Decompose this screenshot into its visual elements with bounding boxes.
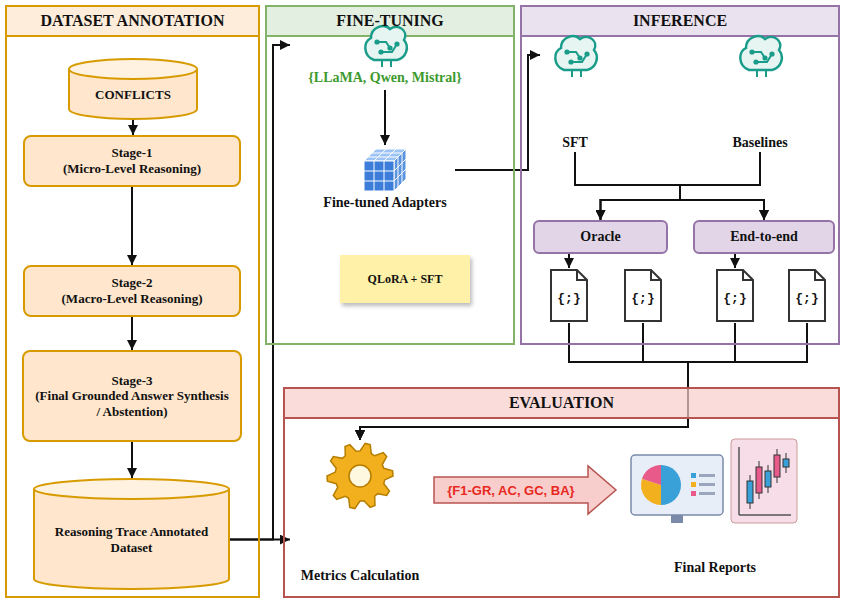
- database-cylinder: Reasoning Trace Annotated Dataset: [33, 478, 230, 590]
- model-icon: [550, 30, 600, 80]
- connector-arrow: [360, 323, 688, 440]
- icon-node: SFT: [540, 30, 610, 152]
- output-file: {;}: [787, 268, 827, 323]
- connector-arrow: [575, 152, 764, 220]
- metrics-flow-arrow: [434, 466, 616, 514]
- output-file: {;}: [715, 268, 755, 323]
- node-label: Reasoning Trace Annotated Dataset: [41, 524, 222, 555]
- stage-description: (Final Grounded Answer Synthesis / Abste…: [32, 388, 232, 419]
- node-label: CONFLICTS: [76, 87, 190, 103]
- panel-title: EVALUATION: [509, 393, 614, 412]
- icon-node: Final Reports: [620, 437, 810, 577]
- panel-header-band: DATASET ANNOTATION: [7, 7, 258, 37]
- process-box: Stage-3(Final Grounded Answer Synthesis …: [22, 350, 242, 442]
- icon-node: Fine-tuned Adapters: [315, 145, 455, 217]
- output-file: {;}: [549, 268, 589, 323]
- panel-title: FINE-TUNING: [336, 11, 444, 30]
- database-cylinder: CONFLICTS: [68, 58, 198, 120]
- adapter-cube-icon: [360, 145, 410, 195]
- edge-label: {F1-GR, AC, GC, BA}: [447, 483, 574, 498]
- panel-header-band: EVALUATION: [285, 389, 838, 419]
- node-label: {;}: [557, 291, 580, 307]
- section-panel: FINE-TUNING {LLaMA, Qwen, Mistral} Fine-tu…: [265, 5, 515, 345]
- connector-arrow: [131, 317, 133, 350]
- node-label: QLoRA + SFT: [368, 272, 443, 286]
- panel-header-band: INFERENCE: [522, 7, 838, 37]
- node-label: {;}: [631, 291, 654, 307]
- connector-arrow: [132, 120, 134, 135]
- node-label: {;}: [723, 291, 746, 307]
- node-label: Final Reports: [620, 560, 810, 577]
- process-box: Stage-1(Micro-Level Reasoning): [23, 135, 241, 187]
- node-label: Metrics Calculation: [290, 568, 430, 585]
- stage-description: (Micro-Level Reasoning): [33, 161, 231, 177]
- node-label: {;}: [795, 291, 818, 307]
- connector-arrow: [230, 539, 290, 541]
- connector-arrow: [360, 323, 735, 440]
- node-label: Baselines: [715, 135, 805, 152]
- node-label: SFT: [540, 135, 610, 152]
- output-file: {;}: [623, 268, 663, 323]
- icon-node: Metrics Calculation: [290, 440, 430, 585]
- gear-icon: [324, 440, 396, 512]
- panel-title: DATASET ANNOTATION: [41, 11, 225, 30]
- connector-arrow: [131, 442, 133, 478]
- stage-heading: Stage-2: [33, 275, 231, 291]
- connector-arrow: [131, 187, 133, 265]
- stage-heading: Stage-1: [33, 145, 231, 161]
- mode-box: Oracle: [533, 220, 668, 254]
- connector-arrow: [680, 152, 764, 220]
- node-label: Oracle: [580, 229, 620, 246]
- panel-title: INFERENCE: [633, 11, 727, 30]
- stage-heading: Stage-3: [32, 373, 232, 389]
- node-label: Fine-tuned Adapters: [315, 195, 455, 212]
- section-panel: DATASET ANNOTATION CONFLICTS Stage-1(Micro…: [5, 5, 260, 598]
- reports-illustration: [629, 437, 801, 529]
- section-panel: INFERENCE SFT BaselinesOracle End-to-end {;}…: [520, 5, 840, 345]
- stage-description: (Macro-Level Reasoning): [33, 291, 231, 307]
- connector-arrow: [734, 254, 736, 268]
- mode-box: End-to-end: [693, 220, 835, 254]
- connector-arrow: [384, 90, 386, 145]
- connector-arrow: [360, 323, 688, 440]
- icon-node: {LLaMA, Qwen, Mistral}: [290, 20, 480, 90]
- node-label: {LLaMA, Qwen, Mistral}: [290, 70, 480, 87]
- sticky-note: QLoRA + SFT: [340, 255, 470, 303]
- connector-arrow: [568, 254, 570, 268]
- node-label: End-to-end: [730, 229, 798, 246]
- connector-arrow: [360, 323, 807, 440]
- process-box: Stage-2(Macro-Level Reasoning): [23, 265, 241, 317]
- connector-arrow: [455, 55, 540, 170]
- model-icon: [735, 30, 785, 80]
- icon-node: Baselines: [715, 30, 805, 152]
